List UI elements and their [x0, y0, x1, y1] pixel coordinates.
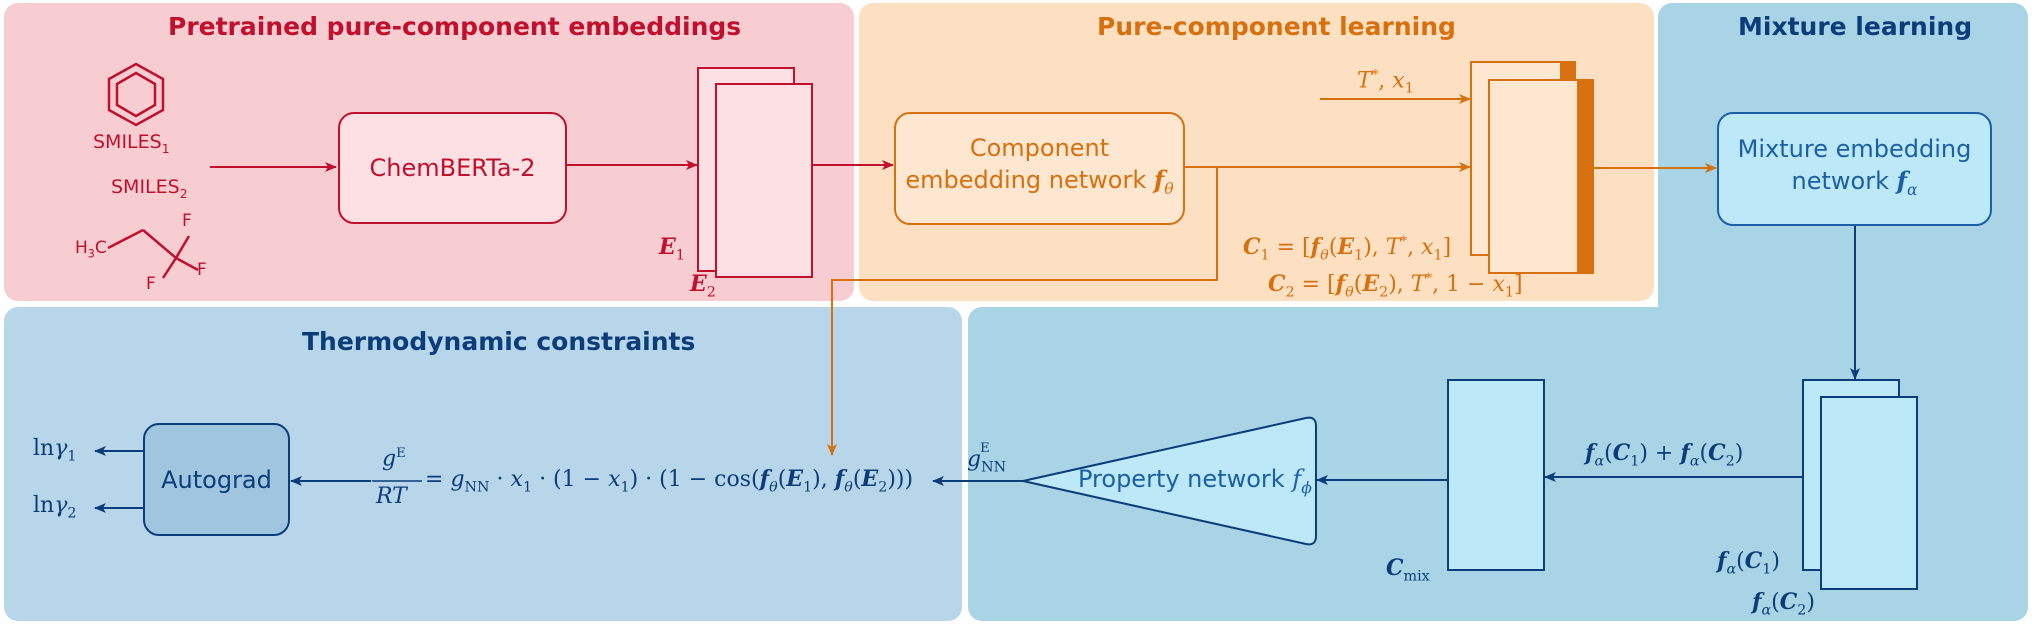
mixture-line2: network fα [1791, 165, 1918, 199]
cmix-rect [1447, 379, 1545, 571]
ln-gamma2-label: lnγ2 [33, 493, 77, 522]
pretrained-title: Pretrained pure-component embeddings [168, 12, 742, 41]
cmix-label: Cmix [1386, 555, 1430, 585]
molecule-f2-label: F [197, 260, 207, 280]
ln-gamma1-label: lnγ1 [33, 436, 77, 465]
c2-bar [1577, 80, 1593, 273]
c1-bar [1560, 62, 1575, 80]
embedding-e2-rect [715, 83, 813, 278]
falpha-sum-label: fα(C1) + fα(C2) [1585, 440, 1744, 470]
ge-numerator: gE [382, 446, 406, 472]
mixture-line1: Mixture embedding [1737, 134, 1972, 163]
molecule-icon [107, 228, 199, 279]
molecule-h3c-label: H3C [75, 238, 107, 261]
chemberta-box: ChemBERTa-2 [338, 112, 567, 224]
ge-formula-rhs: = gNN · x1 · (1 − x1) · (1 − cos(fθ(E1),… [425, 466, 914, 496]
falpha-c2-label: fα(C2) [1752, 589, 1815, 619]
property-network-label: Property network fϕ [1078, 465, 1312, 497]
molecule-f1-label: F [182, 211, 192, 231]
autograd-label: Autograd [161, 465, 272, 494]
smiles2-label: SMILES2 [111, 176, 188, 201]
falpha-c2-rect [1820, 396, 1918, 590]
component-network-box: Component embedding network fθ [894, 112, 1185, 225]
chemberta-label: ChemBERTa-2 [369, 154, 536, 182]
falpha-c1-label: fα(C1) [1717, 548, 1780, 578]
t-x1-label: T*, x1 [1357, 68, 1414, 97]
component-line2: embedding network fθ [905, 165, 1174, 198]
e1-label: E1 [659, 234, 685, 264]
mixture-title: Mixture learning [1738, 12, 1973, 41]
benzene-icon [107, 62, 165, 127]
component-line1: Component [969, 134, 1110, 163]
arrow-component-ge [827, 166, 1218, 456]
mixture-network-box: Mixture embedding network fα [1717, 112, 1992, 226]
thermo-title: Thermodynamic constraints [302, 327, 696, 356]
autograd-box: Autograd [143, 423, 290, 536]
c2-formula: C2 = [fθ(E2), T*, 1 − x1] [1268, 271, 1523, 301]
c1-formula: C1 = [fθ(E1), T*, x1] [1243, 234, 1452, 264]
e2-label: E2 [690, 271, 716, 301]
ge-denominator: RT [376, 484, 407, 509]
smiles1-label: SMILES1 [93, 131, 170, 156]
molecule-f3-label: F [146, 274, 156, 294]
gnn-label: gNNE [967, 441, 1007, 476]
c2-rect [1488, 79, 1594, 274]
pure-component-title: Pure-component learning [1097, 12, 1456, 41]
